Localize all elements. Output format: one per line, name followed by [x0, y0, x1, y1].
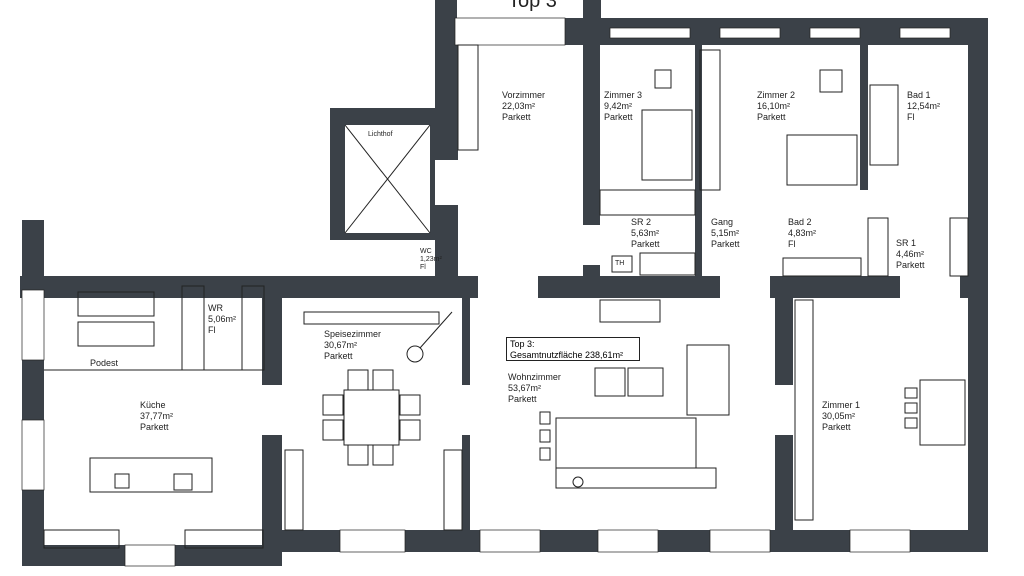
windows	[21, 17, 951, 567]
label-lichthof: Lichthof	[368, 131, 393, 138]
plan-title: Top 3	[508, 0, 557, 12]
label-podest: Podest	[90, 358, 119, 368]
label-th: TH	[615, 260, 625, 267]
furniture	[43, 44, 969, 549]
door-openings	[262, 160, 960, 435]
total-area-box: Top 3:Gesamtnutzfläche 238,61m²	[506, 337, 640, 361]
